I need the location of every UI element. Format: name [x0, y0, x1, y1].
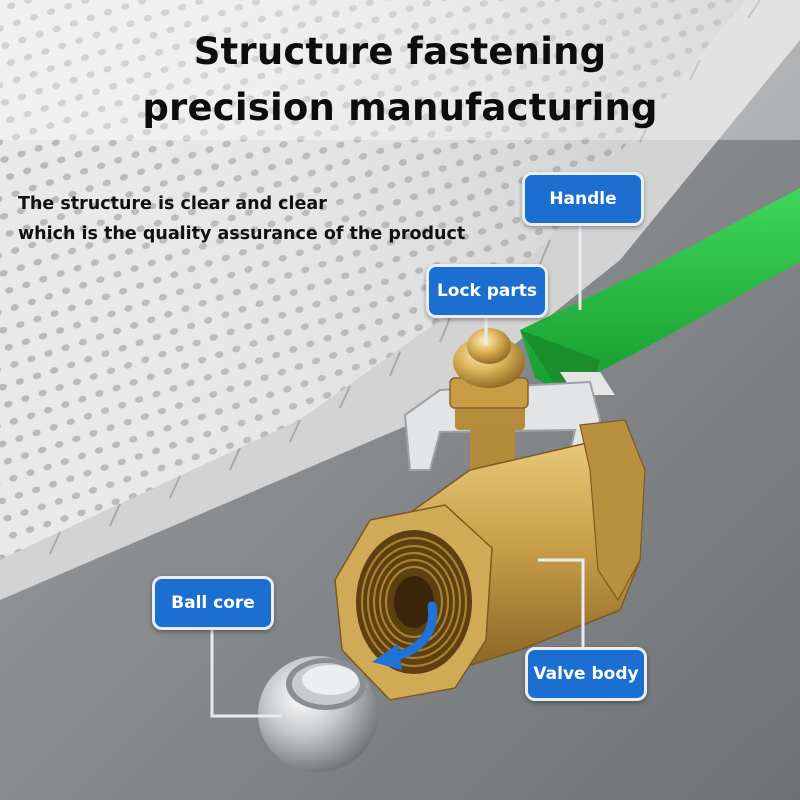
- headline-line-2: precision manufacturing: [142, 86, 658, 129]
- callout-handle: Handle: [522, 172, 644, 226]
- subtext-line-1: The structure is clear and clear: [18, 194, 327, 214]
- headline-line-1: Structure fastening: [193, 30, 607, 73]
- callout-ball-core: Ball core: [152, 576, 274, 630]
- callout-valve-body: Valve body: [525, 647, 647, 701]
- callout-lock-parts: Lock parts: [426, 264, 548, 318]
- subtext-line-2: which is the quality assurance of the pr…: [18, 224, 466, 244]
